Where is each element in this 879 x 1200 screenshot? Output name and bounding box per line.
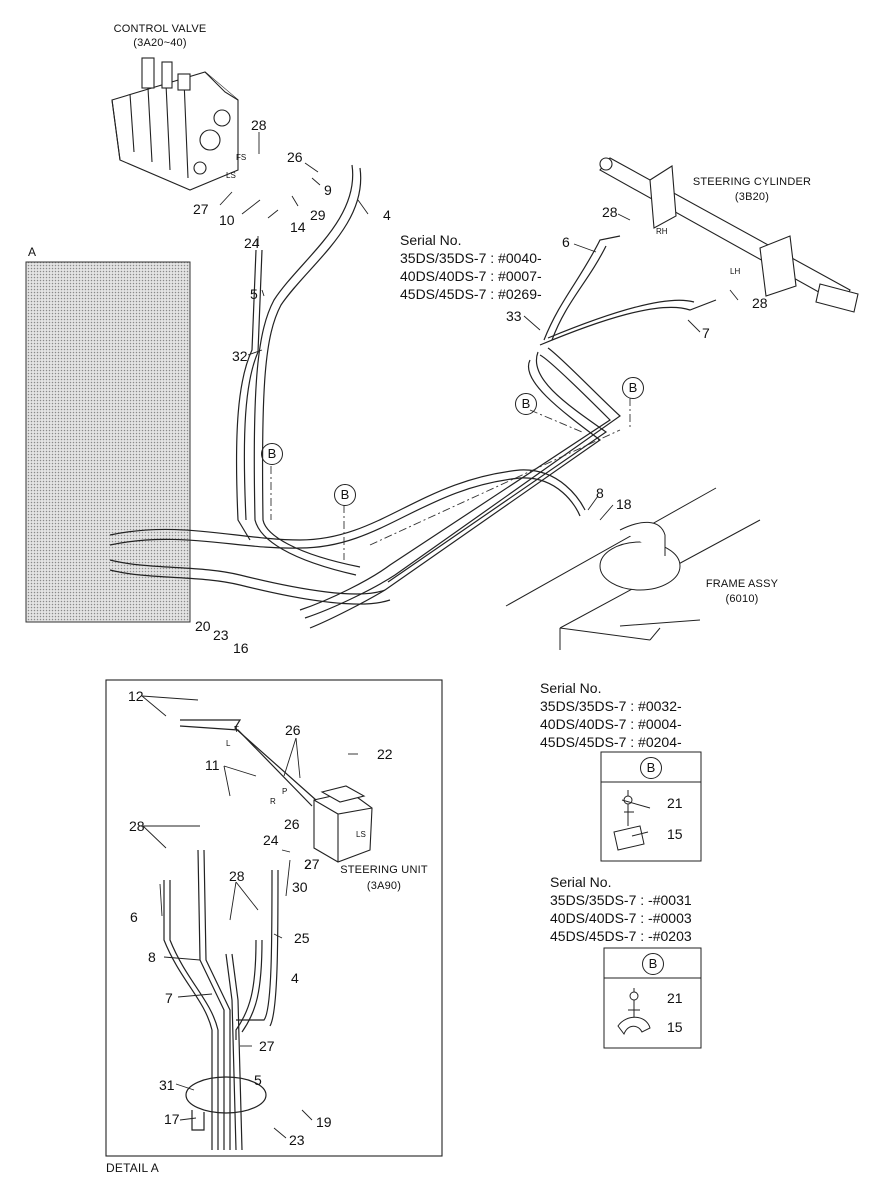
port-label-lh: LH [730,267,741,276]
part-number: 26 [287,149,303,165]
part-number: 28 [229,868,245,884]
part-number: 25 [294,930,310,946]
part-number: 5 [250,286,258,302]
serial-line: 45DS/45DS-7 : -#0203 [550,928,692,944]
port-label-t: T [234,725,239,734]
section-b-marker: B [640,757,662,779]
serial-heading: Serial No. [400,232,462,248]
serial-line: 35DS/35DS-7 : #0032- [540,698,682,714]
part-number: 4 [383,207,391,223]
section-b-marker: B [261,443,283,465]
part-number: 21 [667,795,683,811]
part-number: 15 [667,1019,683,1035]
part-number: 14 [290,219,306,235]
part-number: 27 [304,856,320,872]
detail-hoses [163,719,317,1151]
steering-cylinder-title: STEERING CYLINDER [692,176,812,188]
part-number: 31 [159,1077,175,1093]
serial-line: 45DS/45DS-7 : #0269- [400,286,542,302]
part-number: 19 [316,1114,332,1130]
section-b-marker: B [334,484,356,506]
part-number: 23 [213,627,229,643]
part-number: 27 [259,1038,275,1054]
part-number: 8 [596,485,604,501]
serial-block-2: Serial No. 35DS/35DS-7 : #0032- 40DS/40D… [540,679,682,751]
serial-line: 35DS/35DS-7 : -#0031 [550,892,692,908]
section-b-marker: B [642,953,664,975]
port-label-r: R [270,797,276,806]
part-number: 4 [291,970,299,986]
serial-line: 40DS/40DS-7 : #0004- [540,716,682,732]
part-number: 10 [219,212,235,228]
part-number: 9 [324,182,332,198]
detail-a-panel [25,261,191,623]
part-number: 30 [292,879,308,895]
part-number: 7 [702,325,710,341]
section-leaders [270,398,631,560]
part-number: 17 [164,1111,180,1127]
part-number: 32 [232,348,248,364]
part-number: 12 [128,688,144,704]
steering-cylinder-drawing [599,157,859,313]
port-label-ls: LS [226,171,236,180]
serial-line: 40DS/40DS-7 : -#0003 [550,910,692,926]
serial-line: 40DS/40DS-7 : #0007- [400,268,542,284]
part-number: 29 [310,207,326,223]
part-number: 28 [129,818,145,834]
part-number: 8 [148,949,156,965]
serial-block-1: Serial No. 35DS/35DS-7 : #0040- 40DS/40D… [400,231,542,303]
port-label-ls-unit: LS [356,830,366,839]
serial-line: 45DS/45DS-7 : #0204- [540,734,682,750]
part-number: 20 [195,618,211,634]
serial-block-3: Serial No. 35DS/35DS-7 : -#0031 40DS/40D… [550,873,692,945]
part-number: 26 [284,816,300,832]
frame-assy-ref: (6010) [725,593,759,605]
port-label-l: L [226,739,231,748]
part-number: 18 [616,496,632,512]
frame-assy-drawing [505,487,761,650]
part-number: 5 [254,1072,262,1088]
part-number: 24 [244,235,260,251]
part-number: 24 [263,832,279,848]
port-label-rh: RH [656,227,668,236]
serial-heading: Serial No. [550,874,612,890]
frame-assy-title: FRAME ASSY [705,578,779,590]
part-number: 23 [289,1132,305,1148]
hose-routing [109,164,717,629]
serial-heading: Serial No. [540,680,602,696]
section-b-marker: B [622,377,644,399]
detail-marker: A [28,245,37,259]
part-number: 28 [602,204,618,220]
clamp-drawings [613,790,651,1036]
part-number: 16 [233,640,249,656]
steering-cylinder-ref: (3B20) [734,191,770,203]
port-label-fs: FS [236,153,247,162]
part-number: 26 [285,722,301,738]
control-valve-title: CONTROL VALVE [113,23,207,35]
part-number: 33 [506,308,522,324]
detail-a-frame [105,679,443,1157]
part-number: 7 [165,990,173,1006]
steering-unit-ref: (3A90) [366,880,402,892]
section-b-marker: B [515,393,537,415]
steering-unit-drawing [313,785,373,863]
part-number: 21 [667,990,683,1006]
detail-a-title: DETAIL A [106,1161,159,1175]
part-number: 28 [752,295,768,311]
part-number: 6 [130,909,138,925]
part-number: 11 [205,757,220,773]
serial-line: 35DS/35DS-7 : #0040- [400,250,542,266]
part-number: 27 [193,201,209,217]
part-number: 28 [251,117,267,133]
leader-lines [141,132,739,1139]
part-number: 6 [562,234,570,250]
part-number: 15 [667,826,683,842]
control-valve-ref: (3A20~40) [133,37,187,49]
control-valve-drawing [111,57,239,191]
part-number: 22 [377,746,393,762]
steering-unit-title: STEERING UNIT [340,864,428,876]
port-label-p: P [282,787,288,796]
